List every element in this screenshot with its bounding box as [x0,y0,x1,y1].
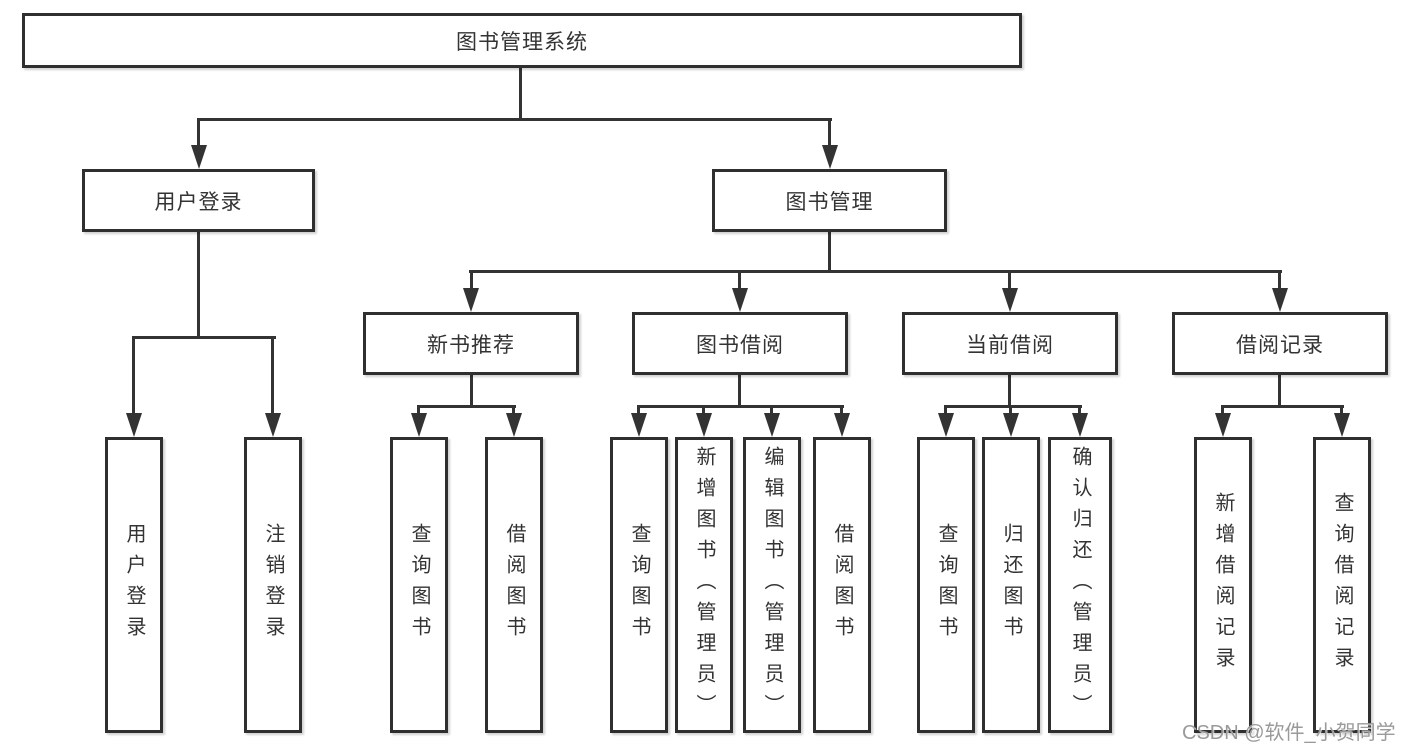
node-label: 图书管理 [785,190,874,214]
arrow-down-icon [1334,413,1350,437]
arrow-down-icon [631,413,647,437]
connector-line [1278,375,1281,408]
connector-line [469,270,1282,273]
connector-line [417,405,420,416]
connector-line [197,232,200,339]
node-label: 借阅记录 [1236,333,1324,357]
connector-line [132,336,276,339]
connector-line [738,270,741,292]
connector-line [132,336,135,416]
node-leaf-query-book-recommend: 查询图书 [390,437,448,733]
arrow-down-icon [732,288,748,312]
connector-line [637,405,640,416]
connector-line [944,405,1082,408]
node-label: 查询图书 [408,523,430,647]
node-leaf-borrow-book: 借阅图书 [813,437,871,733]
connector-line [470,375,473,408]
node-new-book-recommend: 新书推荐 [363,312,579,375]
node-label: 归还图书 [1000,523,1022,647]
connector-line [1078,405,1081,416]
node-leaf-add-book-admin: 新增图书（管理员） [675,437,733,733]
node-label: 新增借阅记录 [1212,492,1234,678]
connector-line [944,405,947,416]
node-leaf-user-login: 用户登录 [105,437,163,733]
arrow-down-icon [1002,288,1018,312]
connector-line [197,118,200,146]
connector-line [828,232,831,273]
node-leaf-query-book-current: 查询图书 [917,437,975,733]
node-label: 查询图书 [628,523,650,647]
node-label: 新书推荐 [427,333,515,357]
node-leaf-confirm-return-admin: 确认归还（管理员） [1048,437,1112,733]
node-label: 借阅图书 [831,523,853,647]
connector-line [840,405,843,416]
connector-line [637,405,844,408]
arrow-down-icon [191,145,207,169]
node-label: 确认归还（管理员） [1069,445,1091,725]
arrow-down-icon [411,413,427,437]
node-user-login: 用户登录 [82,169,315,232]
connector-line [1278,270,1281,292]
connector-line [702,405,705,416]
arrow-down-icon [265,413,281,437]
connector-line [197,118,832,121]
node-leaf-query-book-borrow: 查询图书 [610,437,668,733]
node-label: 注销登录 [262,523,284,647]
node-label: 当前借阅 [966,333,1054,357]
connector-line [470,270,473,292]
arrow-down-icon [834,413,850,437]
connector-line [828,118,831,146]
node-leaf-logout: 注销登录 [244,437,302,733]
node-book-borrow: 图书借阅 [632,312,848,375]
connector-line [1009,405,1012,416]
connector-line [1008,270,1011,292]
arrow-down-icon [1072,413,1088,437]
arrow-down-icon [696,413,712,437]
node-label: 新增图书（管理员） [693,445,715,725]
node-label: 借阅图书 [503,523,525,647]
node-label: 用户登录 [123,523,145,647]
node-current-borrow: 当前借阅 [902,312,1118,375]
arrow-down-icon [126,413,142,437]
arrow-down-icon [1272,288,1288,312]
connector-line [519,68,522,121]
connector-line [1221,405,1224,416]
arrow-down-icon [506,413,522,437]
connector-line [512,405,515,416]
node-label: 用户登录 [154,190,243,214]
arrow-down-icon [822,145,838,169]
node-leaf-query-borrow-record: 查询借阅记录 [1313,437,1371,733]
arrow-down-icon [1215,413,1231,437]
arrow-down-icon [463,288,479,312]
connector-line [1340,405,1343,416]
node-library-management-system: 图书管理系统 [22,13,1022,68]
node-book-management: 图书管理 [712,169,947,232]
node-label: 编辑图书（管理员） [761,445,783,725]
node-leaf-return-book: 归还图书 [982,437,1040,733]
connector-line [1221,405,1344,408]
node-label: 图书借阅 [696,333,784,357]
node-leaf-borrow-book-recommend: 借阅图书 [485,437,543,733]
node-label: 查询借阅记录 [1331,492,1353,678]
connector-line [271,336,274,416]
node-label: 图书管理系统 [456,30,588,54]
arrow-down-icon [938,413,954,437]
node-leaf-add-borrow-record: 新增借阅记录 [1194,437,1252,733]
connector-line [1008,375,1011,408]
arrow-down-icon [1003,413,1019,437]
arrow-down-icon [764,413,780,437]
node-label: 查询图书 [935,523,957,647]
connector-line [770,405,773,416]
watermark: CSDN @软件_小贺同学 [1182,722,1396,744]
connector-line [417,405,516,408]
connector-line [738,375,741,408]
node-leaf-edit-book-admin: 编辑图书（管理员） [743,437,801,733]
node-borrow-record: 借阅记录 [1172,312,1388,375]
